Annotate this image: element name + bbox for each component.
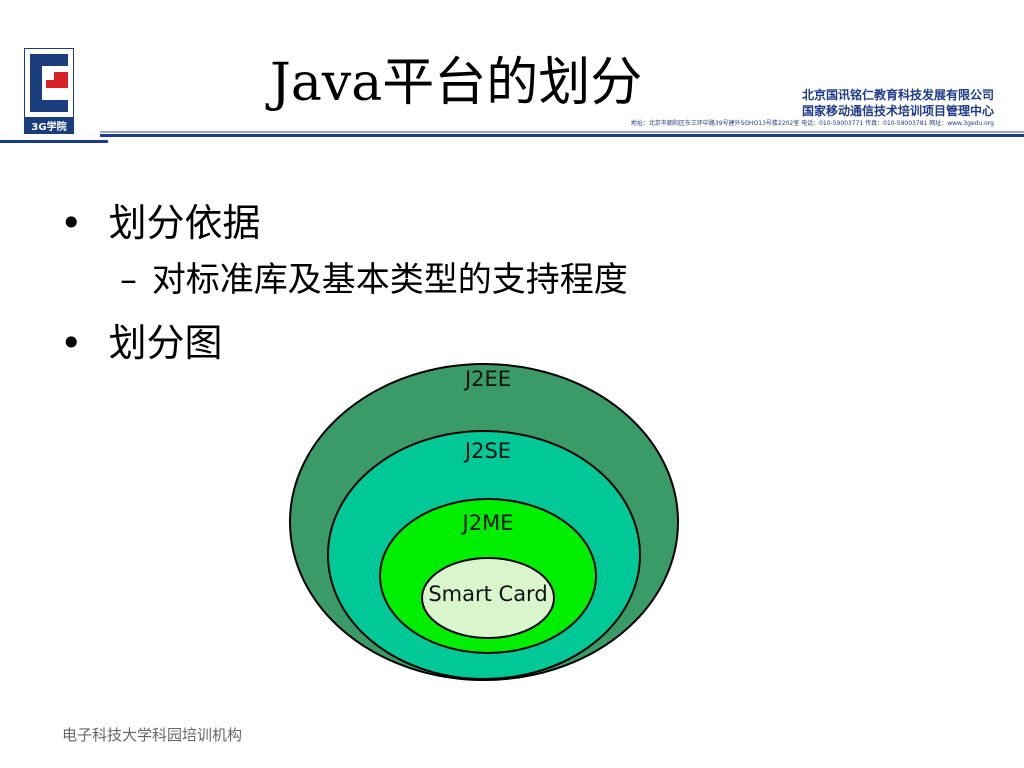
bullet-marker: •: [60, 321, 83, 365]
smart-card-ellipse: [421, 557, 555, 639]
j2me-label: J2ME: [461, 511, 514, 535]
bullet-text: 划分依据: [108, 201, 261, 245]
smart-card-label: Smart Card: [428, 582, 547, 606]
org-center-name: 国家移动通信技术培训项目管理中心: [801, 104, 994, 118]
bullet-marker: •: [60, 201, 83, 245]
sub-bullet-marker: –: [120, 260, 137, 300]
logo-text: 3G学院: [31, 120, 66, 133]
sub-bullet-text: 对标准库及基本类型的支持程度: [151, 260, 628, 300]
footer-text: 电子科技大学科园培训机构: [62, 726, 243, 744]
bullet-diagram: • 划分图: [60, 312, 223, 367]
sub-bullet-support: – 对标准库及基本类型的支持程度: [120, 252, 628, 301]
org-contact: 地址：北京市朝阳区东三环中路39号建外SOHO13号楼2202室 电话：010-…: [630, 120, 994, 127]
3g-academy-logo: 3G学院: [24, 48, 74, 134]
slide-title: Java平台的划分: [270, 53, 643, 113]
j2se-label: J2SE: [463, 439, 511, 463]
org-name: 北京国讯铭仁教育科技发展有限公司: [801, 88, 994, 102]
logo-underline: [0, 140, 108, 143]
header-divider: [100, 134, 1024, 137]
bullet-basis: • 划分依据: [60, 192, 261, 247]
j2ee-label: J2EE: [463, 367, 511, 391]
bullet-text: 划分图: [108, 321, 223, 365]
header-divider-accent: [100, 131, 1024, 133]
